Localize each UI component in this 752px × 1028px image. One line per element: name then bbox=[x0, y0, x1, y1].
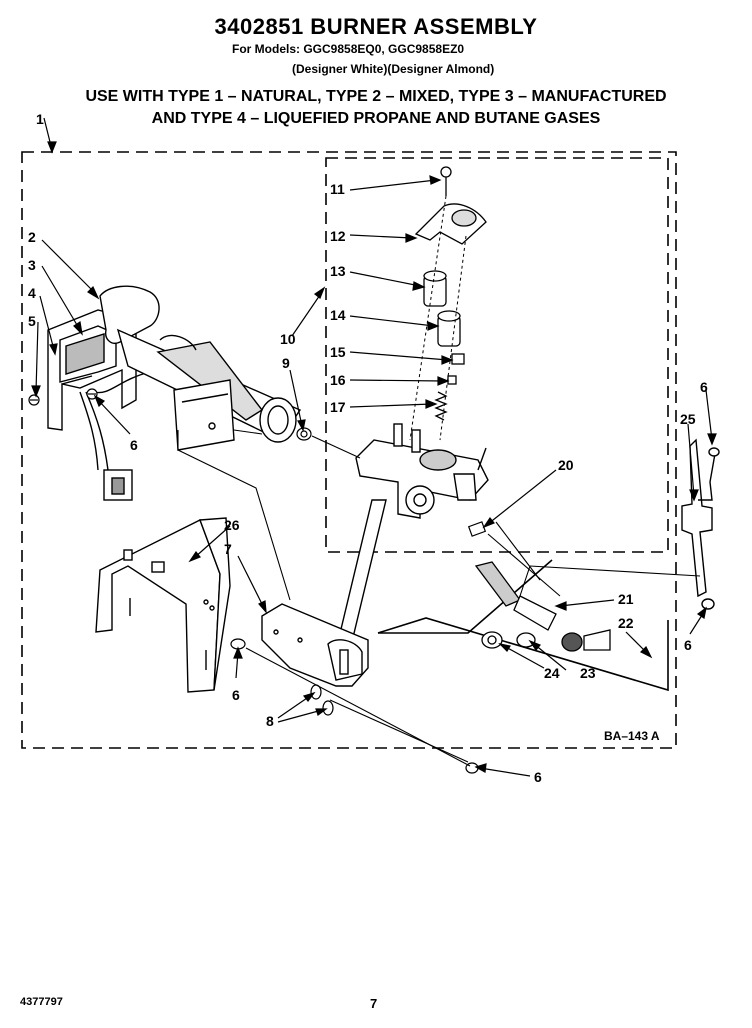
document-number: 4377797 bbox=[20, 996, 63, 1008]
valve-centerlines bbox=[409, 195, 467, 441]
gas-type-line-1: USE WITH TYPE 1 – NATURAL, TYPE 2 – MIXE… bbox=[85, 88, 667, 105]
callout-6-igniter: 6 bbox=[130, 437, 138, 453]
valve-assembly-boundary bbox=[325, 157, 669, 553]
igniter-screw-6 bbox=[86, 388, 98, 400]
gas-pipe bbox=[335, 499, 387, 651]
callout-13: 13 bbox=[330, 263, 346, 279]
callout-6-bottom: 6 bbox=[534, 769, 542, 785]
callout-24: 24 bbox=[544, 665, 560, 681]
callout-6-sensor-bottom: 6 bbox=[684, 637, 692, 653]
callout-4: 4 bbox=[28, 285, 36, 301]
callout-15: 15 bbox=[330, 344, 346, 360]
callout-9: 9 bbox=[282, 355, 290, 371]
callout-3: 3 bbox=[28, 257, 36, 273]
callout-2: 2 bbox=[28, 229, 36, 245]
callout-10: 10 bbox=[280, 331, 296, 347]
callout-8: 8 bbox=[266, 713, 274, 729]
burner-nut-9 bbox=[296, 427, 312, 441]
igniter-screw-5 bbox=[28, 394, 40, 406]
plate-screws-8 bbox=[310, 684, 334, 716]
valve-coils bbox=[414, 166, 487, 421]
model-variants: (Designer White)(Designer Almond) bbox=[292, 62, 495, 76]
orifice-20 bbox=[467, 521, 487, 537]
sensor-bracket bbox=[681, 438, 720, 610]
callout-14: 14 bbox=[330, 307, 346, 323]
callout-16: 16 bbox=[330, 372, 346, 388]
page-number: 7 bbox=[370, 996, 378, 1011]
connector-lines bbox=[177, 429, 701, 767]
callout-11: 11 bbox=[330, 181, 345, 197]
page-title: 3402851 BURNER ASSEMBLY bbox=[214, 14, 538, 39]
callout-20: 20 bbox=[558, 457, 574, 473]
diagram-code: BA–143 A bbox=[604, 729, 660, 743]
leader-lines bbox=[31, 117, 717, 777]
callout-26: 26 bbox=[224, 517, 240, 533]
callout-6-bracket: 6 bbox=[232, 687, 240, 703]
callout-labels: 1 2 3 4 5 6 26 7 6 8 10 9 11 12 13 14 15… bbox=[28, 111, 708, 785]
callout-21: 21 bbox=[618, 591, 634, 607]
callout-5: 5 bbox=[28, 313, 36, 329]
gas-type-line-2: AND TYPE 4 – LIQUEFIED PROPANE AND BUTAN… bbox=[151, 110, 601, 127]
model-list: For Models: GGC9858EQ0, GGC9858EZ0 bbox=[232, 42, 465, 56]
gas-valve bbox=[355, 423, 489, 519]
burner-tube bbox=[99, 285, 302, 451]
callout-25: 25 bbox=[680, 411, 696, 427]
callout-23: 23 bbox=[580, 665, 596, 681]
mounting-bracket bbox=[95, 517, 231, 693]
callout-1: 1 bbox=[36, 111, 44, 127]
callout-7: 7 bbox=[224, 541, 232, 557]
callout-17: 17 bbox=[330, 399, 346, 415]
mounting-plate bbox=[261, 603, 369, 687]
callout-12: 12 bbox=[330, 228, 346, 244]
callout-22: 22 bbox=[618, 615, 634, 631]
callout-6-sensor-top: 6 bbox=[700, 379, 708, 395]
nozzle-parts bbox=[474, 561, 611, 652]
outer-assembly-boundary bbox=[21, 151, 677, 749]
